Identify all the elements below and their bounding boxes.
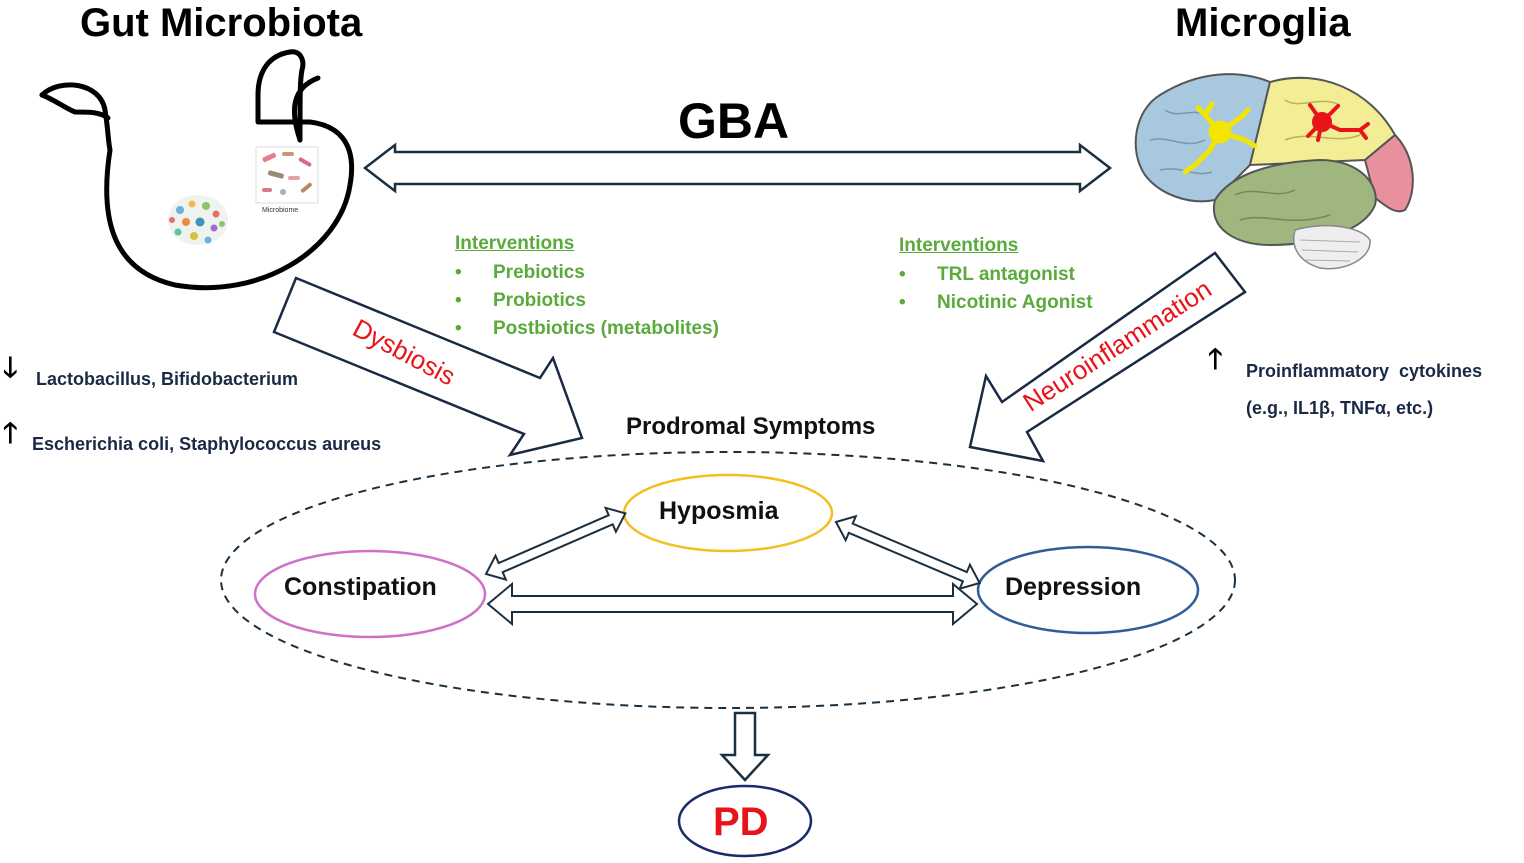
gba-bidirectional-arrow [362, 142, 1113, 194]
cytokines-label: Proinflammatory cytokines [1246, 361, 1483, 381]
constipation-hyposmia-arrow [484, 506, 627, 582]
gut-interventions-heading: Interventions [455, 233, 575, 254]
dysbiosis-arrow [272, 276, 584, 457]
up-arrow-icon: 🡑 [1208, 343, 1223, 374]
constipation-depression-arrow [486, 581, 979, 627]
list-item: •Prebiotics [455, 262, 585, 283]
prodromal-symptoms-region [220, 451, 1236, 709]
brain-interventions-heading: Interventions [899, 235, 1019, 256]
pd-label: PD [713, 800, 769, 844]
microbiome-label: Microbiome [262, 207, 298, 214]
list-item: •Nicotinic Agonist [899, 292, 1093, 313]
gut-interventions: Interventions •Prebiotics •Probiotics •P… [455, 234, 719, 338]
down-arrow-icon: 🡓 [3, 352, 18, 383]
list-item: •Probiotics [455, 290, 586, 311]
cytokines-examples: (e.g., IL1β, TNFα, etc.) [1246, 398, 1434, 418]
decreased-bacteria: Lactobacillus, Bifidobacterium [36, 369, 299, 389]
constipation-label: Constipation [284, 573, 437, 601]
hyposmia-depression-arrow [834, 514, 982, 591]
prodromal-symptoms-heading: Prodromal Symptoms [626, 413, 876, 440]
microbiome-illustration [255, 146, 319, 204]
brain-icon [1134, 73, 1414, 270]
up-arrow-icon: 🡑 [3, 417, 18, 448]
brain-interventions: Interventions •TRL antagonist •Nicotinic… [899, 236, 1093, 312]
depression-node [976, 545, 1200, 635]
gba-label: GBA [678, 93, 790, 149]
microglia-title: Microglia [1175, 1, 1351, 45]
depression-label: Depression [1005, 573, 1142, 601]
microglia-red-icon [1306, 103, 1370, 142]
gut-microbiota-title: Gut Microbiota [80, 1, 363, 45]
to-pd-arrow [719, 711, 771, 782]
bacteria-cluster-icon [168, 195, 228, 245]
pd-node [677, 784, 813, 858]
constipation-node [253, 549, 487, 639]
neuroinflammation-arrow [968, 251, 1247, 463]
microglia-yellow-icon [1182, 101, 1258, 175]
stomach-icon [39, 49, 354, 291]
list-item: •TRL antagonist [899, 264, 1075, 285]
hyposmia-label: Hyposmia [659, 497, 779, 525]
list-item: •Postbiotics (metabolites) [455, 318, 719, 339]
increased-bacteria: Escherichia coli, Staphylococcus aureus [32, 434, 382, 454]
